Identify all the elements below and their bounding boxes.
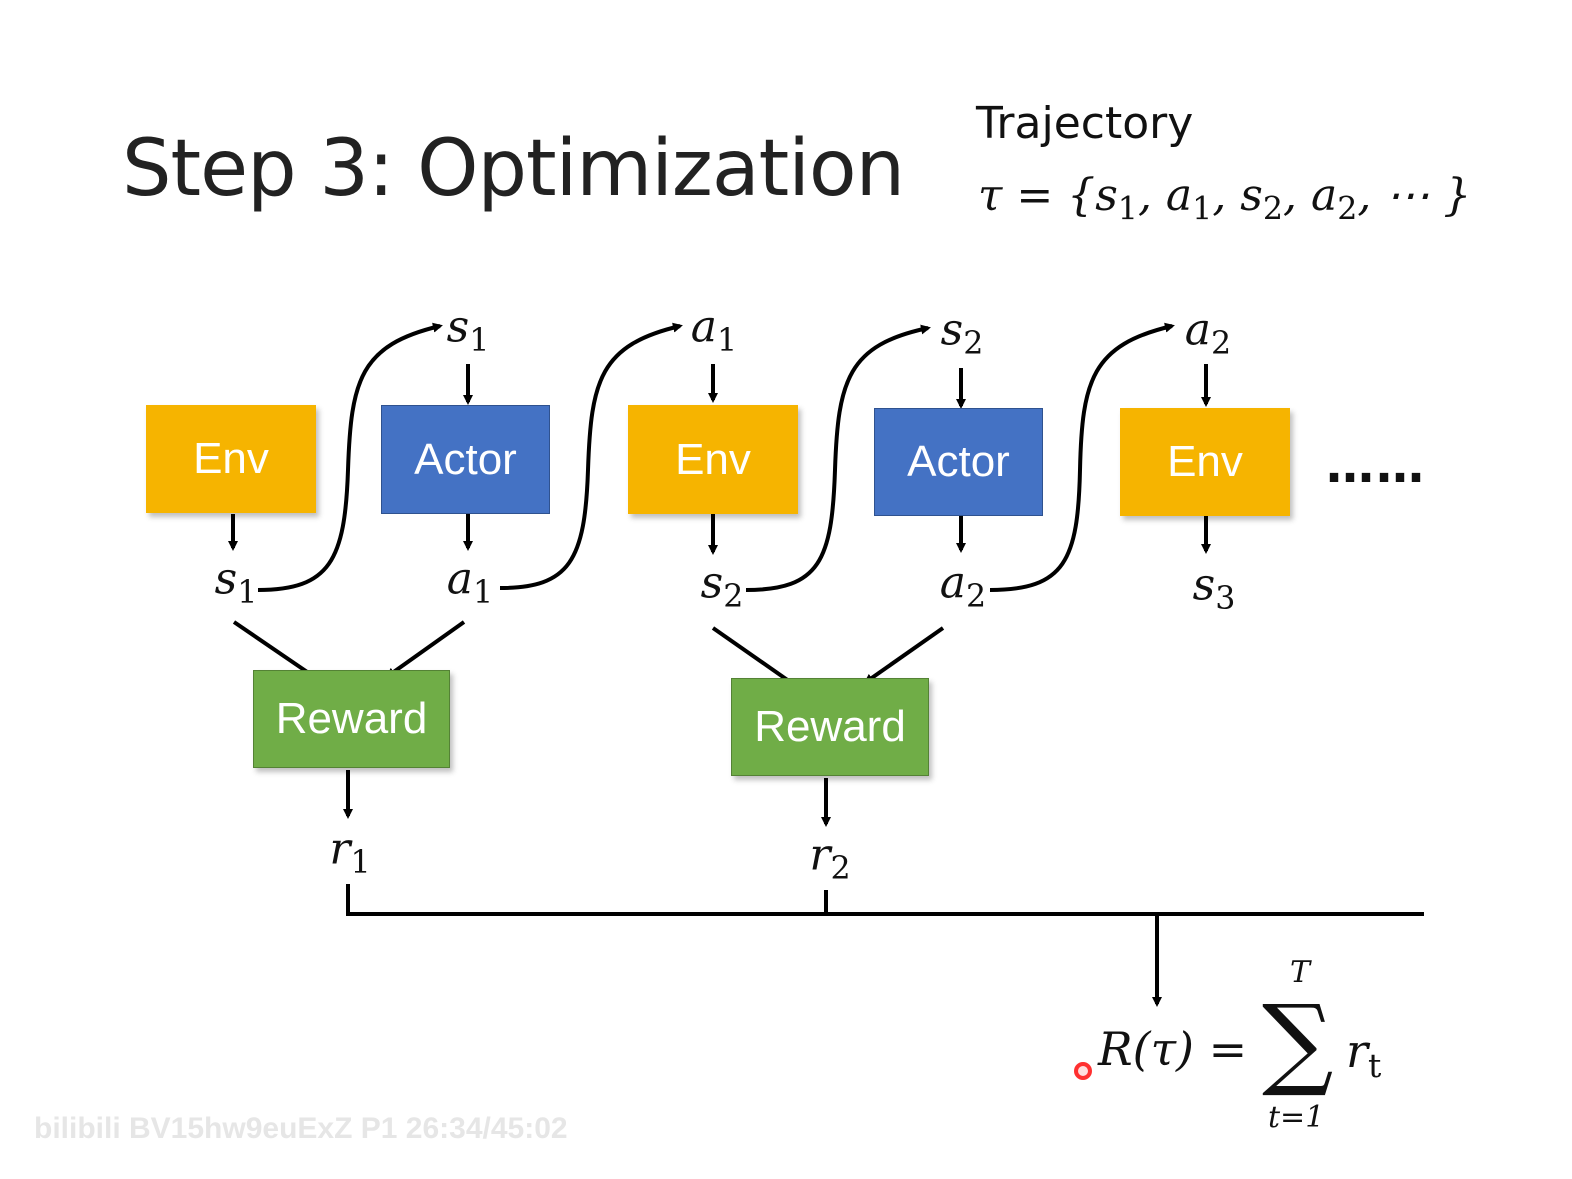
reward-box-2: Reward [731, 678, 929, 776]
trajectory-label: Trajectory [976, 98, 1194, 149]
arrow-s1-reward1 [232, 620, 319, 680]
arrow-a1-reward1 [385, 620, 466, 678]
sum-lower-limit: t=1 [1268, 1100, 1325, 1135]
pointer-cursor-icon [1074, 1062, 1092, 1080]
slide-title: Step 3: Optimization [122, 124, 905, 214]
var-s2-top: s2 [940, 304, 984, 362]
var-r2: r2 [809, 829, 851, 887]
ellipsis: …… [1326, 438, 1426, 494]
curve-a1 [499, 322, 683, 590]
reward-box-1: Reward [253, 670, 450, 768]
var-a2-top: a2 [1184, 304, 1232, 362]
curve-a2 [989, 322, 1175, 592]
var-s3-bottom: s3 [1192, 559, 1236, 617]
actor-box-1: Actor [381, 405, 550, 514]
total-reward-lhs: R(τ) = [1098, 1022, 1248, 1076]
var-s2-bottom: s2 [700, 557, 744, 615]
curve-s2 [745, 324, 931, 592]
sum-term: rt [1346, 1024, 1382, 1085]
arrow-s2-reward2 [711, 626, 799, 688]
env-box-1: Env [146, 405, 316, 513]
actor-box-2: Actor [874, 408, 1043, 516]
sum-upper-limit: T [1290, 955, 1311, 990]
video-watermark: bilibili BV15hw9euExZ P1 26:34/45:02 [34, 1112, 568, 1145]
curve-s1 [257, 322, 443, 592]
env-box-3: Env [1120, 408, 1290, 516]
var-a1-top: a1 [690, 301, 738, 359]
var-s1-top: s1 [446, 301, 490, 359]
trajectory-formula: τ = {s1, a1, s2, a2, ⋯ } [978, 170, 1472, 228]
arrow-a2-reward2 [863, 626, 945, 684]
var-s1-bottom: s1 [214, 553, 258, 611]
var-a2-bottom: a2 [939, 557, 987, 615]
env-box-2: Env [628, 405, 798, 514]
var-r1: r1 [329, 823, 371, 881]
sigma-symbol: ∑ [1262, 983, 1334, 1100]
var-a1-bottom: a1 [446, 553, 494, 611]
